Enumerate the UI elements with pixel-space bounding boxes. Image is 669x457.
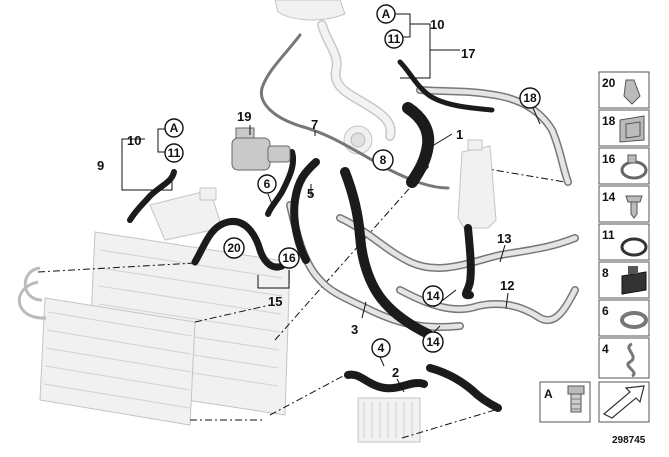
hose-lower-right	[426, 364, 502, 412]
label-10-top: 10	[430, 17, 444, 32]
svg-text:4: 4	[378, 341, 385, 355]
o-ring-icon	[620, 237, 648, 257]
label-1: 1	[456, 127, 463, 142]
callout-20: 20	[223, 237, 245, 259]
label-10-left: 10	[127, 133, 141, 148]
key-item-6: 6	[598, 299, 650, 337]
svg-text:8: 8	[380, 153, 387, 167]
svg-text:16: 16	[602, 152, 616, 166]
hose-2	[344, 370, 428, 393]
oil-cooler-lines	[18, 266, 47, 320]
hose-14	[461, 224, 475, 300]
svg-text:20: 20	[227, 241, 241, 255]
thermostat-housing	[343, 125, 373, 155]
hose-6	[265, 149, 296, 217]
expansion-tank-top	[274, 0, 346, 21]
hose-1	[402, 102, 435, 188]
hose-20	[191, 217, 286, 271]
callout-8: 8	[372, 149, 394, 171]
key-item-a-screw: A	[539, 381, 591, 423]
hose-clamp-icon	[620, 311, 648, 329]
svg-text:A: A	[170, 121, 179, 135]
callout-14-lower: 14	[422, 331, 444, 353]
svg-text:11: 11	[602, 228, 615, 242]
key-item-16: 16	[598, 147, 650, 185]
key-item-20: 20	[598, 71, 650, 109]
electric-coolant-pump	[231, 127, 291, 171]
svg-text:14: 14	[602, 190, 616, 204]
bracket-clip-icon	[619, 115, 645, 143]
hose-5	[290, 158, 320, 264]
callout-11-top: 11	[384, 29, 404, 49]
callout-14-upper: 14	[422, 285, 444, 307]
svg-text:A: A	[544, 387, 553, 401]
label-15: 15	[268, 294, 282, 309]
callout-11-left: 11	[164, 143, 184, 163]
direction-arrow-icon	[602, 385, 645, 419]
heat-exchanger	[149, 187, 223, 241]
heater-core	[357, 397, 421, 443]
svg-text:11: 11	[388, 32, 401, 46]
label-12: 12	[500, 278, 514, 293]
svg-text:16: 16	[282, 251, 296, 265]
pipe-7	[259, 33, 450, 190]
key-item-4: 4	[598, 337, 650, 379]
callout-16: 16	[278, 247, 300, 269]
condenser	[39, 297, 196, 426]
callout-a-top: A	[376, 4, 396, 24]
pipe-13	[336, 214, 579, 272]
svg-text:18: 18	[523, 91, 537, 105]
callout-6: 6	[257, 174, 277, 194]
key-item-18: 18	[598, 109, 650, 147]
callout-4: 4	[371, 338, 391, 358]
label-3: 3	[351, 322, 358, 337]
svg-text:11: 11	[168, 146, 181, 160]
diagram-id: 298745	[612, 435, 646, 446]
parts-key: 20 18 16 14 11 8	[539, 71, 650, 423]
label-17: 17	[461, 46, 475, 61]
push-rivet-icon	[625, 195, 643, 219]
label-19: 19	[237, 109, 251, 124]
svg-text:6: 6	[602, 304, 609, 318]
key-item-8: 8	[598, 261, 650, 299]
rubber-mount-icon	[621, 271, 647, 295]
svg-text:14: 14	[426, 335, 440, 349]
callout-a-left: A	[164, 118, 184, 138]
hose-clip-icon	[623, 79, 641, 105]
callout-18: 18	[519, 87, 541, 109]
svg-text:8: 8	[602, 266, 609, 280]
key-item-14: 14	[598, 185, 650, 223]
label-5: 5	[307, 186, 314, 201]
label-7: 7	[311, 117, 318, 132]
svg-text:4: 4	[602, 342, 609, 356]
svg-text:20: 20	[602, 76, 616, 90]
key-item-11: 11	[598, 223, 650, 261]
reference-lines	[37, 164, 566, 439]
label-9: 9	[97, 158, 104, 173]
label-2: 2	[392, 365, 399, 380]
svg-text:14: 14	[426, 289, 440, 303]
expansion-tank	[457, 139, 497, 229]
label-13: 13	[497, 231, 511, 246]
svg-text:18: 18	[602, 114, 616, 128]
hose-big-vertical	[340, 167, 433, 339]
svg-text:6: 6	[264, 177, 271, 191]
hose-9	[127, 169, 177, 223]
key-item-arrow	[598, 381, 650, 423]
spring-clip-icon	[626, 342, 636, 378]
svg-text:A: A	[382, 7, 391, 21]
hose-18	[397, 59, 495, 113]
screw-plug-icon	[567, 385, 585, 413]
engine-pipe-ghost	[317, 20, 396, 141]
